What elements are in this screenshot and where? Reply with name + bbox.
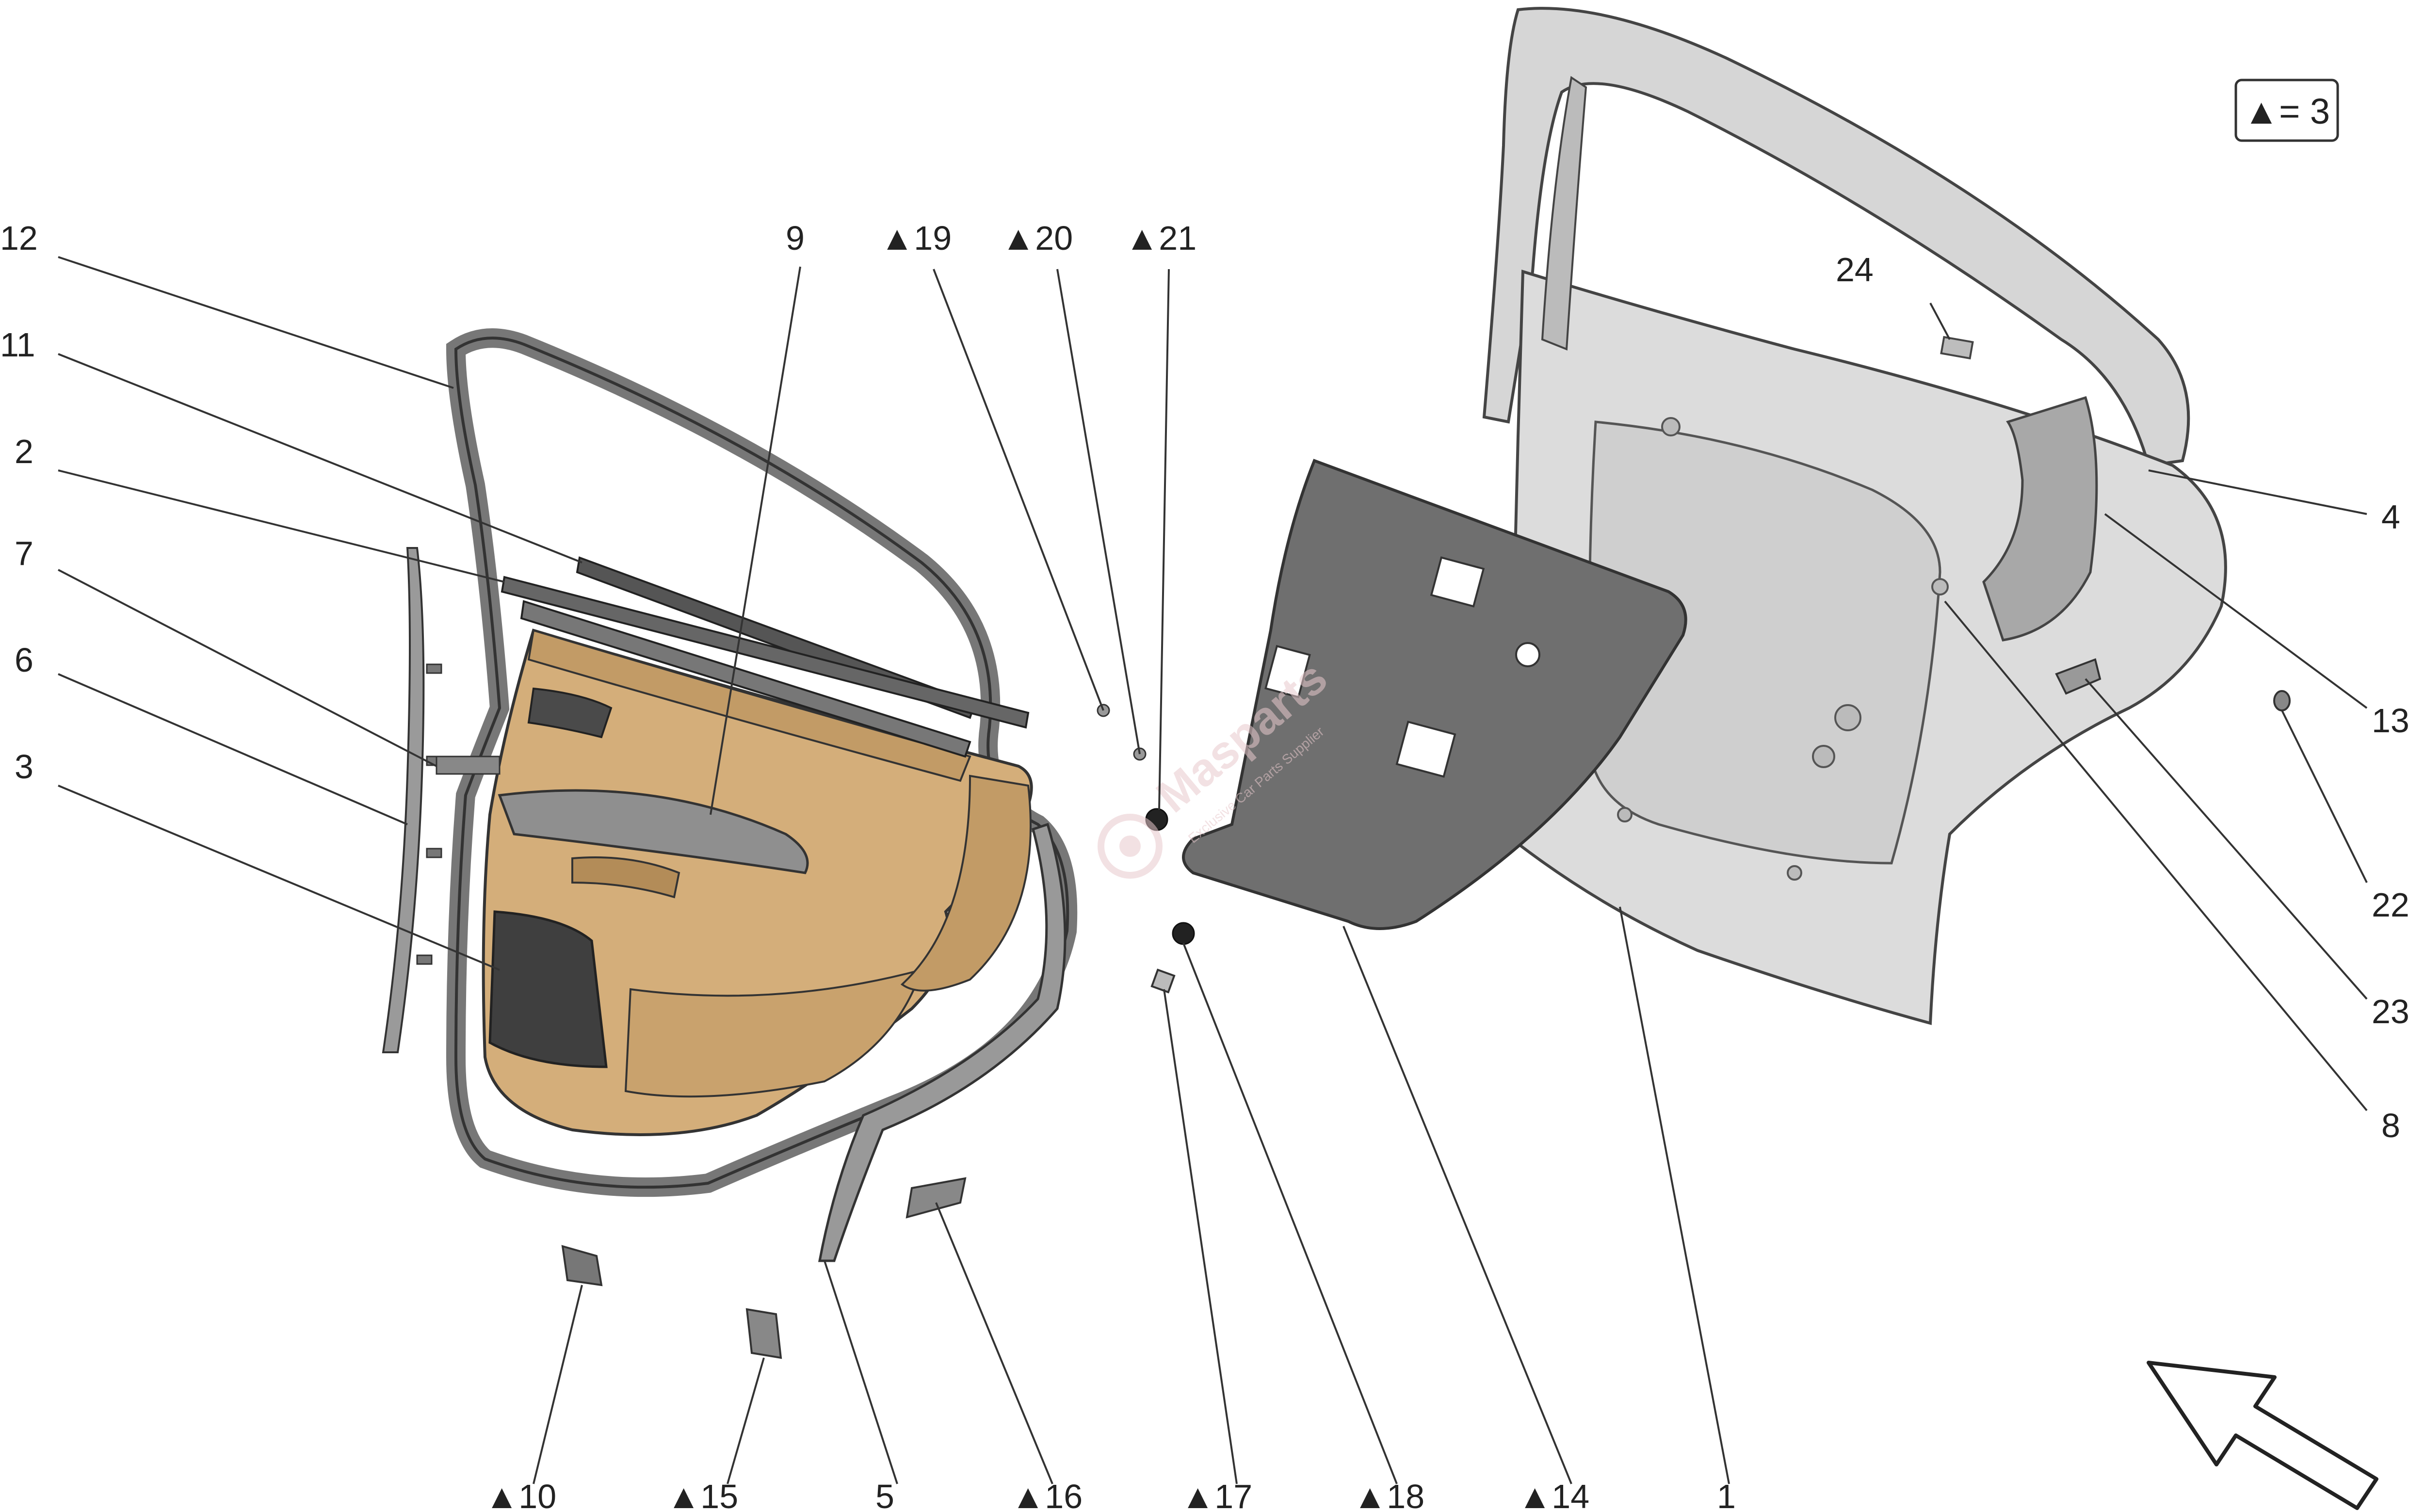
callout-8: 8: [2381, 1107, 2400, 1144]
insulation-sheet: [1182, 459, 1687, 930]
rear-edge-trim: [818, 822, 1067, 1262]
callout-11: 11: [0, 326, 35, 364]
legend-text: ▲= 3: [2244, 91, 2330, 131]
callout-17: ▲17: [1181, 1478, 1252, 1512]
callout-16: ▲16: [1011, 1478, 1083, 1512]
quantity-legend: ▲= 3: [2234, 79, 2339, 142]
callout-20: ▲20: [1002, 219, 1073, 257]
callout-9: 9: [786, 219, 805, 257]
callout-21: ▲21: [1125, 219, 1196, 257]
callout-7: 7: [15, 534, 33, 572]
callout-10: ▲10: [485, 1478, 556, 1512]
callout-1: 1: [1717, 1478, 1736, 1512]
callout-6: 6: [15, 641, 33, 679]
callout-4: 4: [2381, 498, 2400, 536]
callout-22: 22: [2372, 886, 2409, 924]
callout-23: 23: [2372, 993, 2409, 1030]
callout-5: 5: [875, 1478, 894, 1512]
callout-18: ▲18: [1353, 1478, 1424, 1512]
callout-13: 13: [2372, 702, 2409, 740]
leader-lines: [58, 256, 2368, 1484]
direction-arrow-icon: [2147, 1361, 2378, 1510]
door-trim-panel: [482, 628, 1033, 1136]
callout-2: 2: [15, 433, 33, 470]
callout-labels: 12 11 2 7 6 3 9 ▲19 ▲20 ▲21 24 4 13 22 2…: [0, 219, 2409, 1512]
belt-moulding: [501, 556, 1030, 758]
callout-19: ▲19: [880, 219, 952, 257]
door-shell: [1482, 7, 2291, 1025]
weather-seal: [446, 328, 1078, 1197]
callout-3: 3: [15, 748, 33, 786]
callout-14: ▲14: [1518, 1478, 1589, 1512]
callout-12: 12: [0, 219, 38, 257]
callout-15: ▲15: [667, 1478, 738, 1512]
callout-24: 24: [1836, 251, 1874, 289]
